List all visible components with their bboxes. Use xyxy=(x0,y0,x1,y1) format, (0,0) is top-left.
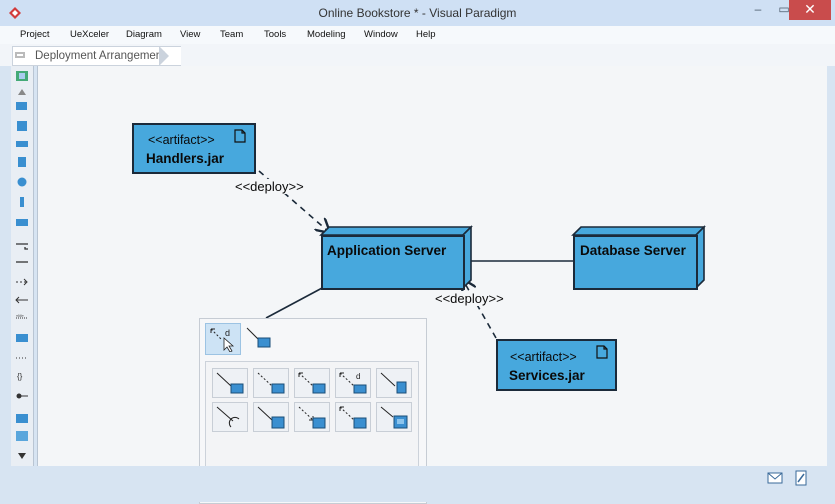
close-button[interactable]: ✕ xyxy=(789,0,831,20)
note-tool-icon[interactable] xyxy=(15,332,29,344)
image-tool-icon[interactable] xyxy=(15,430,29,442)
tile-dependency-component[interactable] xyxy=(294,402,330,432)
deploy-arrow-icon: d xyxy=(210,328,235,352)
menu-modeling[interactable]: Modeling xyxy=(307,29,346,40)
breadcrumb-arrow xyxy=(159,46,169,66)
package-tool-icon[interactable] xyxy=(15,216,29,228)
menu-view[interactable]: View xyxy=(180,29,201,40)
status-bar xyxy=(0,466,835,502)
scroll-down-icon[interactable] xyxy=(15,450,29,462)
artifact-stereotype: <<artifact>> xyxy=(148,133,215,147)
db-server-3d-face xyxy=(571,226,706,236)
document-icon xyxy=(234,129,246,143)
realization-node-icon xyxy=(298,372,326,394)
svg-text:«M»: «M» xyxy=(16,313,25,318)
deploy-label-bottom: <<deploy>> xyxy=(435,291,504,306)
menu-diagram[interactable]: Diagram xyxy=(126,29,162,40)
node-tool-icon[interactable] xyxy=(15,100,29,112)
tile-association-package[interactable] xyxy=(376,402,412,432)
tile-dependency-node[interactable] xyxy=(253,368,289,398)
interface-link-tool-icon[interactable] xyxy=(15,390,29,402)
breadcrumb[interactable]: Deployment Arrangement xyxy=(12,46,182,66)
title-bar: Online Bookstore * - Visual Paradigm – ▭… xyxy=(0,0,835,26)
window-title: Online Bookstore * - Visual Paradigm xyxy=(318,6,517,20)
required-interface-icon xyxy=(216,406,240,428)
deploy-label-top: <<deploy>> xyxy=(235,179,304,194)
dependency-component-icon xyxy=(298,406,326,429)
association-node-icon xyxy=(246,327,271,348)
association-tool-icon[interactable] xyxy=(15,238,29,250)
device-tool-icon[interactable] xyxy=(15,138,29,150)
app-server-3d-face xyxy=(319,226,473,236)
diagram-connectors xyxy=(258,170,706,339)
artifact-handlers[interactable]: <<artifact>> Handlers.jar xyxy=(132,123,256,174)
dependency-tool-icon[interactable] xyxy=(15,276,29,288)
node-database-server[interactable]: Database Server xyxy=(573,235,698,290)
constraint-tool-icon[interactable]: {} xyxy=(15,370,29,382)
svg-text:{}: {} xyxy=(17,372,23,381)
menu-project[interactable]: Project xyxy=(20,29,50,40)
association-device-icon xyxy=(380,372,407,394)
scroll-up-icon[interactable] xyxy=(15,86,29,98)
breadcrumb-bar: Deployment Arrangement xyxy=(0,44,835,106)
visual-paradigm-logo-icon xyxy=(9,7,21,19)
node-application-server[interactable]: Application Server xyxy=(321,235,465,290)
realization-tool-icon[interactable] xyxy=(15,294,29,306)
minimize-button[interactable]: – xyxy=(754,2,762,16)
menu-tools[interactable]: Tools xyxy=(264,29,287,40)
document-icon xyxy=(596,345,608,359)
node-name: Application Server xyxy=(327,243,447,258)
artifact-name: Services.jar xyxy=(509,368,585,383)
node-name: Database Server xyxy=(580,243,686,258)
deploy-resource-button[interactable]: d xyxy=(205,323,241,355)
deploy-node-icon: d xyxy=(339,372,367,394)
artifact-services[interactable]: <<artifact>> Services.jar xyxy=(496,339,617,391)
resource-grid: d xyxy=(205,361,419,469)
tile-manifest-component[interactable] xyxy=(335,402,371,432)
tile-association-node[interactable] xyxy=(212,368,248,398)
selector-icon[interactable] xyxy=(15,70,29,82)
tile-association-artifact[interactable] xyxy=(253,402,289,432)
association-package-icon xyxy=(380,406,408,429)
folder-tool-icon[interactable] xyxy=(15,412,29,424)
component-tool-icon[interactable] xyxy=(15,196,29,208)
dependency-node-icon xyxy=(257,372,285,394)
interface-tool-icon[interactable] xyxy=(15,176,29,188)
tile-required-interface[interactable] xyxy=(212,402,248,432)
link-tool-icon[interactable] xyxy=(15,256,29,268)
tile-association-device[interactable] xyxy=(376,368,412,398)
menu-window[interactable]: Window xyxy=(364,29,398,40)
node-instance-tool-icon[interactable] xyxy=(15,120,29,132)
menu-help[interactable]: Help xyxy=(416,29,436,40)
maximize-button[interactable]: ▭ xyxy=(778,2,790,16)
artifact-stereotype: <<artifact>> xyxy=(510,350,577,364)
menu-uexceler[interactable]: UeXceler xyxy=(70,29,110,40)
diagram-icon xyxy=(15,52,25,58)
deploy-edge-services[interactable] xyxy=(463,280,497,339)
manifest-component-icon xyxy=(339,406,367,429)
association-artifact-icon xyxy=(257,406,285,429)
tile-realization-node[interactable] xyxy=(294,368,330,398)
anchor-tool-icon[interactable] xyxy=(15,352,29,364)
breadcrumb-label: Deployment Arrangement xyxy=(35,50,166,62)
association-node-icon xyxy=(216,372,244,394)
menu-bar: Project UeXceler Diagram View Team Tools… xyxy=(0,26,835,45)
menu-team[interactable]: Team xyxy=(220,29,244,40)
edit-document-icon[interactable] xyxy=(795,470,807,486)
diagram-toolbar: «M» {} xyxy=(11,66,34,466)
diagram-canvas[interactable]: <<artifact>> Handlers.jar <<deploy>> App… xyxy=(37,66,827,466)
deploy-letter: d xyxy=(225,328,230,338)
artifact-name: Handlers.jar xyxy=(146,151,225,166)
artifact-tool-icon[interactable] xyxy=(15,156,29,168)
link-app-popup[interactable] xyxy=(265,286,325,319)
tile-deploy-node[interactable]: d xyxy=(335,368,371,398)
manifest-tool-icon[interactable]: «M» xyxy=(15,312,29,324)
association-resource-button[interactable] xyxy=(242,323,276,353)
mail-icon[interactable] xyxy=(767,472,783,484)
deploy-letter: d xyxy=(356,372,360,381)
